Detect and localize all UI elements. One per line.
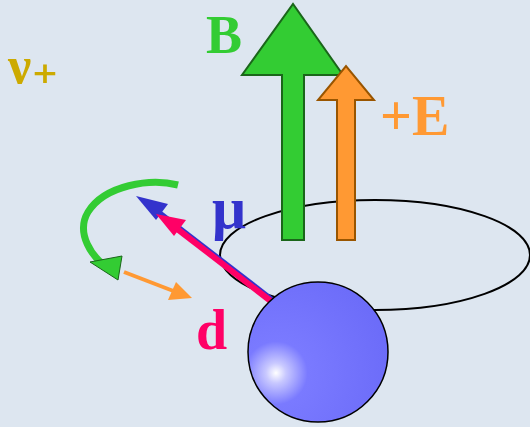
precession-head [90,256,122,280]
precession-label: ν₊ [8,40,59,92]
precession-arrow [84,182,178,270]
field-label: B [206,8,242,62]
e-field-arrow [318,66,374,240]
b-field-arrow [242,4,343,240]
dipole-moment-arrow [176,228,272,302]
particle-sphere [248,282,388,422]
moment-label: d [196,302,227,358]
moment-label: μ [212,178,246,238]
precession-orange-head [168,282,192,300]
precession-orange-arrow [124,272,176,292]
field-label: +E [380,88,449,144]
dipole-moment-head [156,214,186,236]
